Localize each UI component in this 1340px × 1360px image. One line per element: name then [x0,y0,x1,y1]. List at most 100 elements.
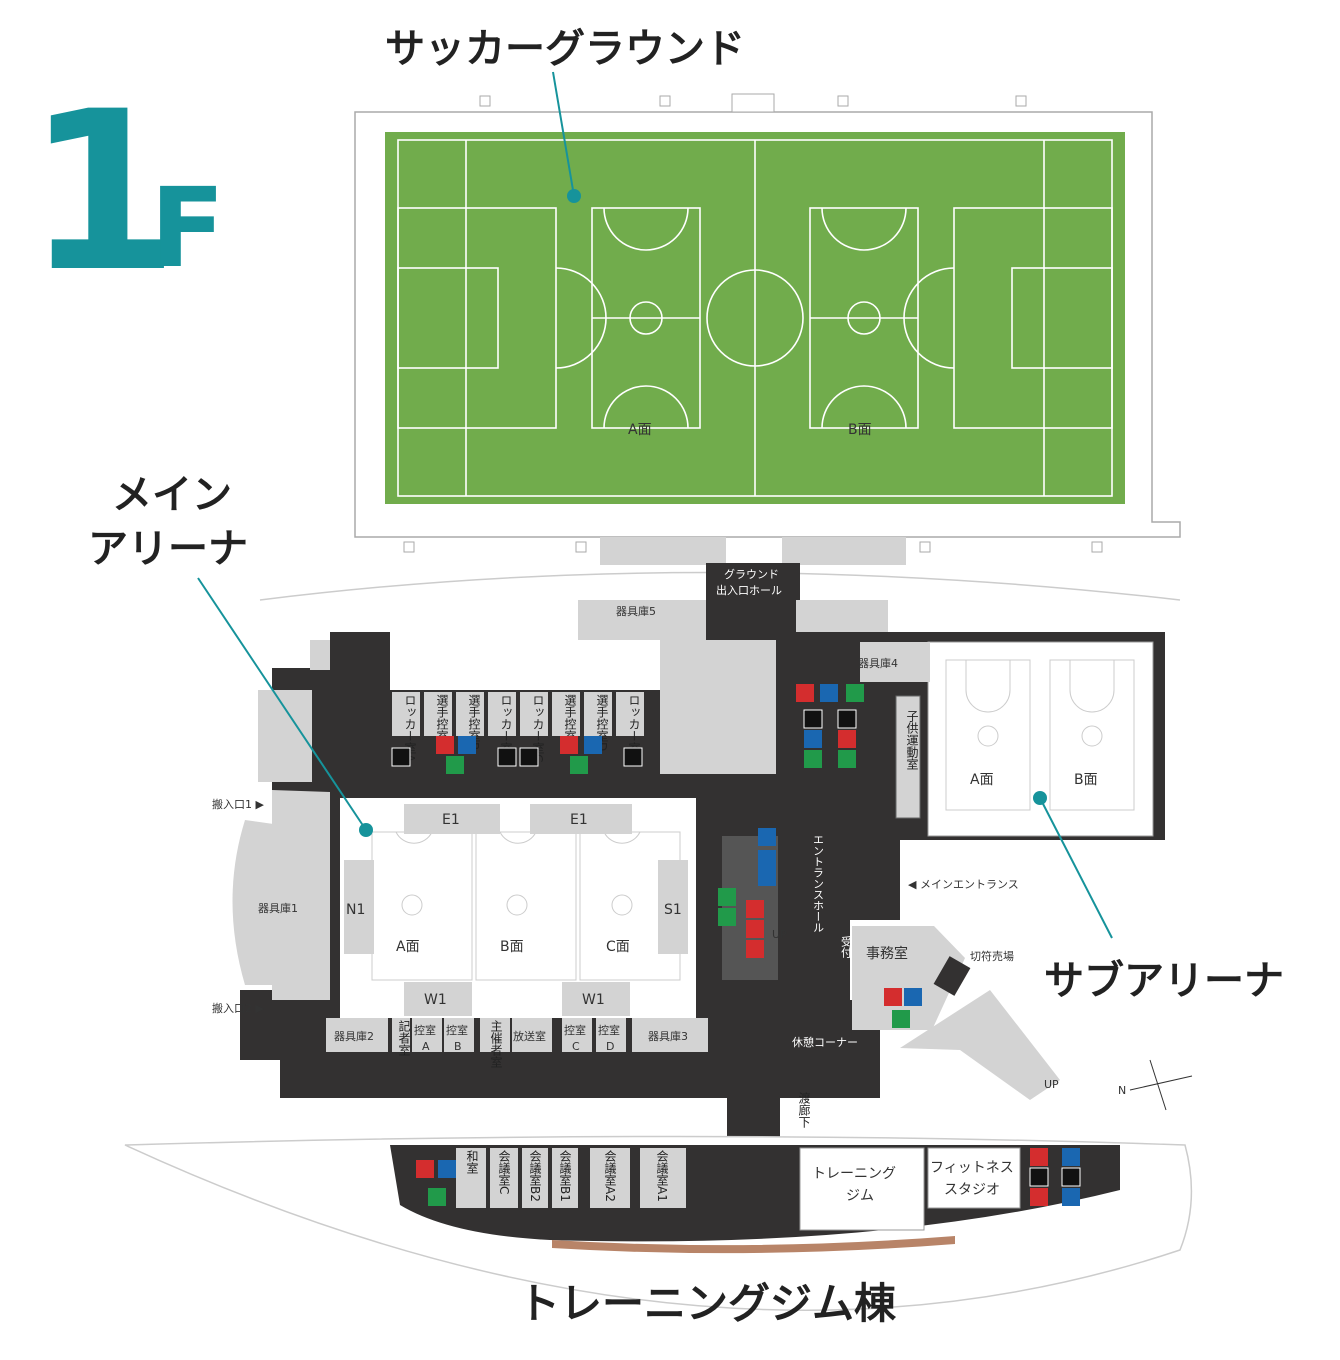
accessible-restroom-icon [804,750,822,768]
shower-icon [837,709,857,729]
sub-court-b: B面 [1074,772,1098,788]
sub-arena-title: サブアリーナ [1044,958,1284,1004]
sub-court-a: A面 [970,772,994,788]
main-entrance-label: ◀ メインエントランス [908,878,1019,891]
locker-a-label: ロッカー室A [403,694,417,763]
organizer-label: 主催者室 [489,1020,503,1068]
soccer-ground-title: サッカーグラウンド [385,26,745,72]
ground-hall-label-1: グラウンド [724,567,779,581]
press-room-label: 記者室 [397,1019,411,1056]
soccer-leader-line [552,71,575,197]
female-restroom-icon [1030,1188,1048,1206]
waiting-a-label-2: A [422,1040,430,1053]
broadcast-label: 放送室 [513,1029,546,1043]
female-restroom-icon [884,988,902,1006]
load-entrance-1: 搬入口1 ▶ [212,797,264,811]
meeting-c-label: 会議室C [497,1150,511,1195]
female-restroom-icon [746,900,764,918]
female-changing-icon [838,730,856,748]
shower-icon [497,747,517,767]
compass-icon [1129,1059,1193,1111]
japanese-room-label: 和室 [465,1150,479,1174]
storage3-label: 器具庫3 [648,1029,688,1043]
main-court-c: C面 [606,939,630,955]
waiting-d-label-1: 控室 [598,1023,620,1037]
accessible-restroom-icon [446,756,464,774]
locker-d-label: ロッカー室D [627,694,641,763]
shower-icon [1061,1167,1081,1187]
load-entrance-2: 搬入口2 ▶ [212,1001,264,1015]
accessible-restroom-icon [718,908,736,926]
female-changing-icon [1030,1148,1048,1166]
waiting-b-label-2: B [454,1040,462,1053]
ground-stair-left [600,537,726,565]
training-wing-title: トレーニングジム棟 [518,1279,897,1328]
waiting-d-label-2: D [606,1040,614,1053]
office-area: 受付 事務室 切符売場 UP [840,926,1060,1100]
main-court-a: A面 [396,939,420,955]
main-arena-leader-dot [359,823,373,837]
seat-w1-right: W1 [582,992,605,1008]
shower-icon [803,709,823,729]
meeting-b1-label: 会議室B1 [558,1150,572,1202]
fitness-label-2: スタジオ [944,1182,1000,1198]
locker-b-label: ロッカー室B [499,694,513,762]
ground-hall [706,563,800,603]
main-court-b: B面 [500,939,524,955]
locker-c-label: ロッカー室C [531,694,545,762]
storage2-label: 器具庫2 [334,1029,374,1043]
gym-label-2: ジム [846,1188,874,1204]
kids-room-label: 子供運動室 [905,710,919,770]
shower-icon [519,747,539,767]
male-restroom-icon [904,988,922,1006]
male-restroom-icon [438,1160,456,1178]
waiting-c-label-1: 控室 [564,1023,586,1037]
waiting-c-label-2: C [572,1040,580,1053]
soccer-court-a: A面 [628,422,652,438]
accessible-restroom-icon [570,756,588,774]
male-changing-icon [1062,1148,1080,1166]
seat-e1-left: E1 [442,812,460,828]
up-mark: UP [1044,1078,1059,1091]
female-restroom-icon [560,736,578,754]
male-changing-icon [804,730,822,748]
corridor-label: 渡廊下 [797,1091,811,1128]
seating-blocks [344,804,688,1016]
bottom-rooms-row: 器具庫2 記者室 控室 A 控室 B 主催者室 放送室 控室 C 控室 D 器具… [326,1018,708,1068]
fitness-label-1: フィットネス [930,1160,1014,1176]
compass-north: N [1118,1084,1126,1097]
meeting-a1-label: 会議室A1 [655,1150,669,1202]
accessible-restroom-icon [428,1188,446,1206]
storage1-label: 器具庫1 [258,901,298,915]
main-arena-title-2: アリーナ [88,526,248,572]
shower-icon [623,747,643,767]
ticket-label: 切符売場 [970,950,1014,963]
restroom-cluster-north [796,684,864,768]
waiting-b-label-1: 控室 [446,1023,468,1037]
soccer-court-b: B面 [848,422,872,438]
female-restroom-icon [796,684,814,702]
female-restroom-icon [416,1160,434,1178]
accessible-restroom-icon [838,750,856,768]
shower-icon [391,747,411,767]
entrance-hall-label: エントランスホール [812,834,825,933]
storage5-label: 器具庫5 [616,604,656,618]
male-restroom-icon [584,736,602,754]
ground-hall-label-2: 出入口ホール [716,583,782,597]
shower-icon [1029,1167,1049,1187]
seat-w1-left: W1 [424,992,447,1008]
female-restroom-icon [746,920,764,938]
gym-label-1: トレーニング [812,1166,896,1182]
accessible-restroom-icon [718,888,736,906]
main-arena-leader-line [197,577,367,831]
lounge-label: 休憩コーナー [792,1035,858,1049]
male-restroom-icon [1062,1188,1080,1206]
accessible-restroom-icon [846,684,864,702]
floor-letter: F [150,164,225,292]
sub-arena-leader-dot [1033,791,1047,805]
female-restroom-icon [436,736,454,754]
seat-n1: N1 [346,902,365,918]
office-label: 事務室 [866,945,908,962]
reception-label: 受付 [840,936,853,959]
